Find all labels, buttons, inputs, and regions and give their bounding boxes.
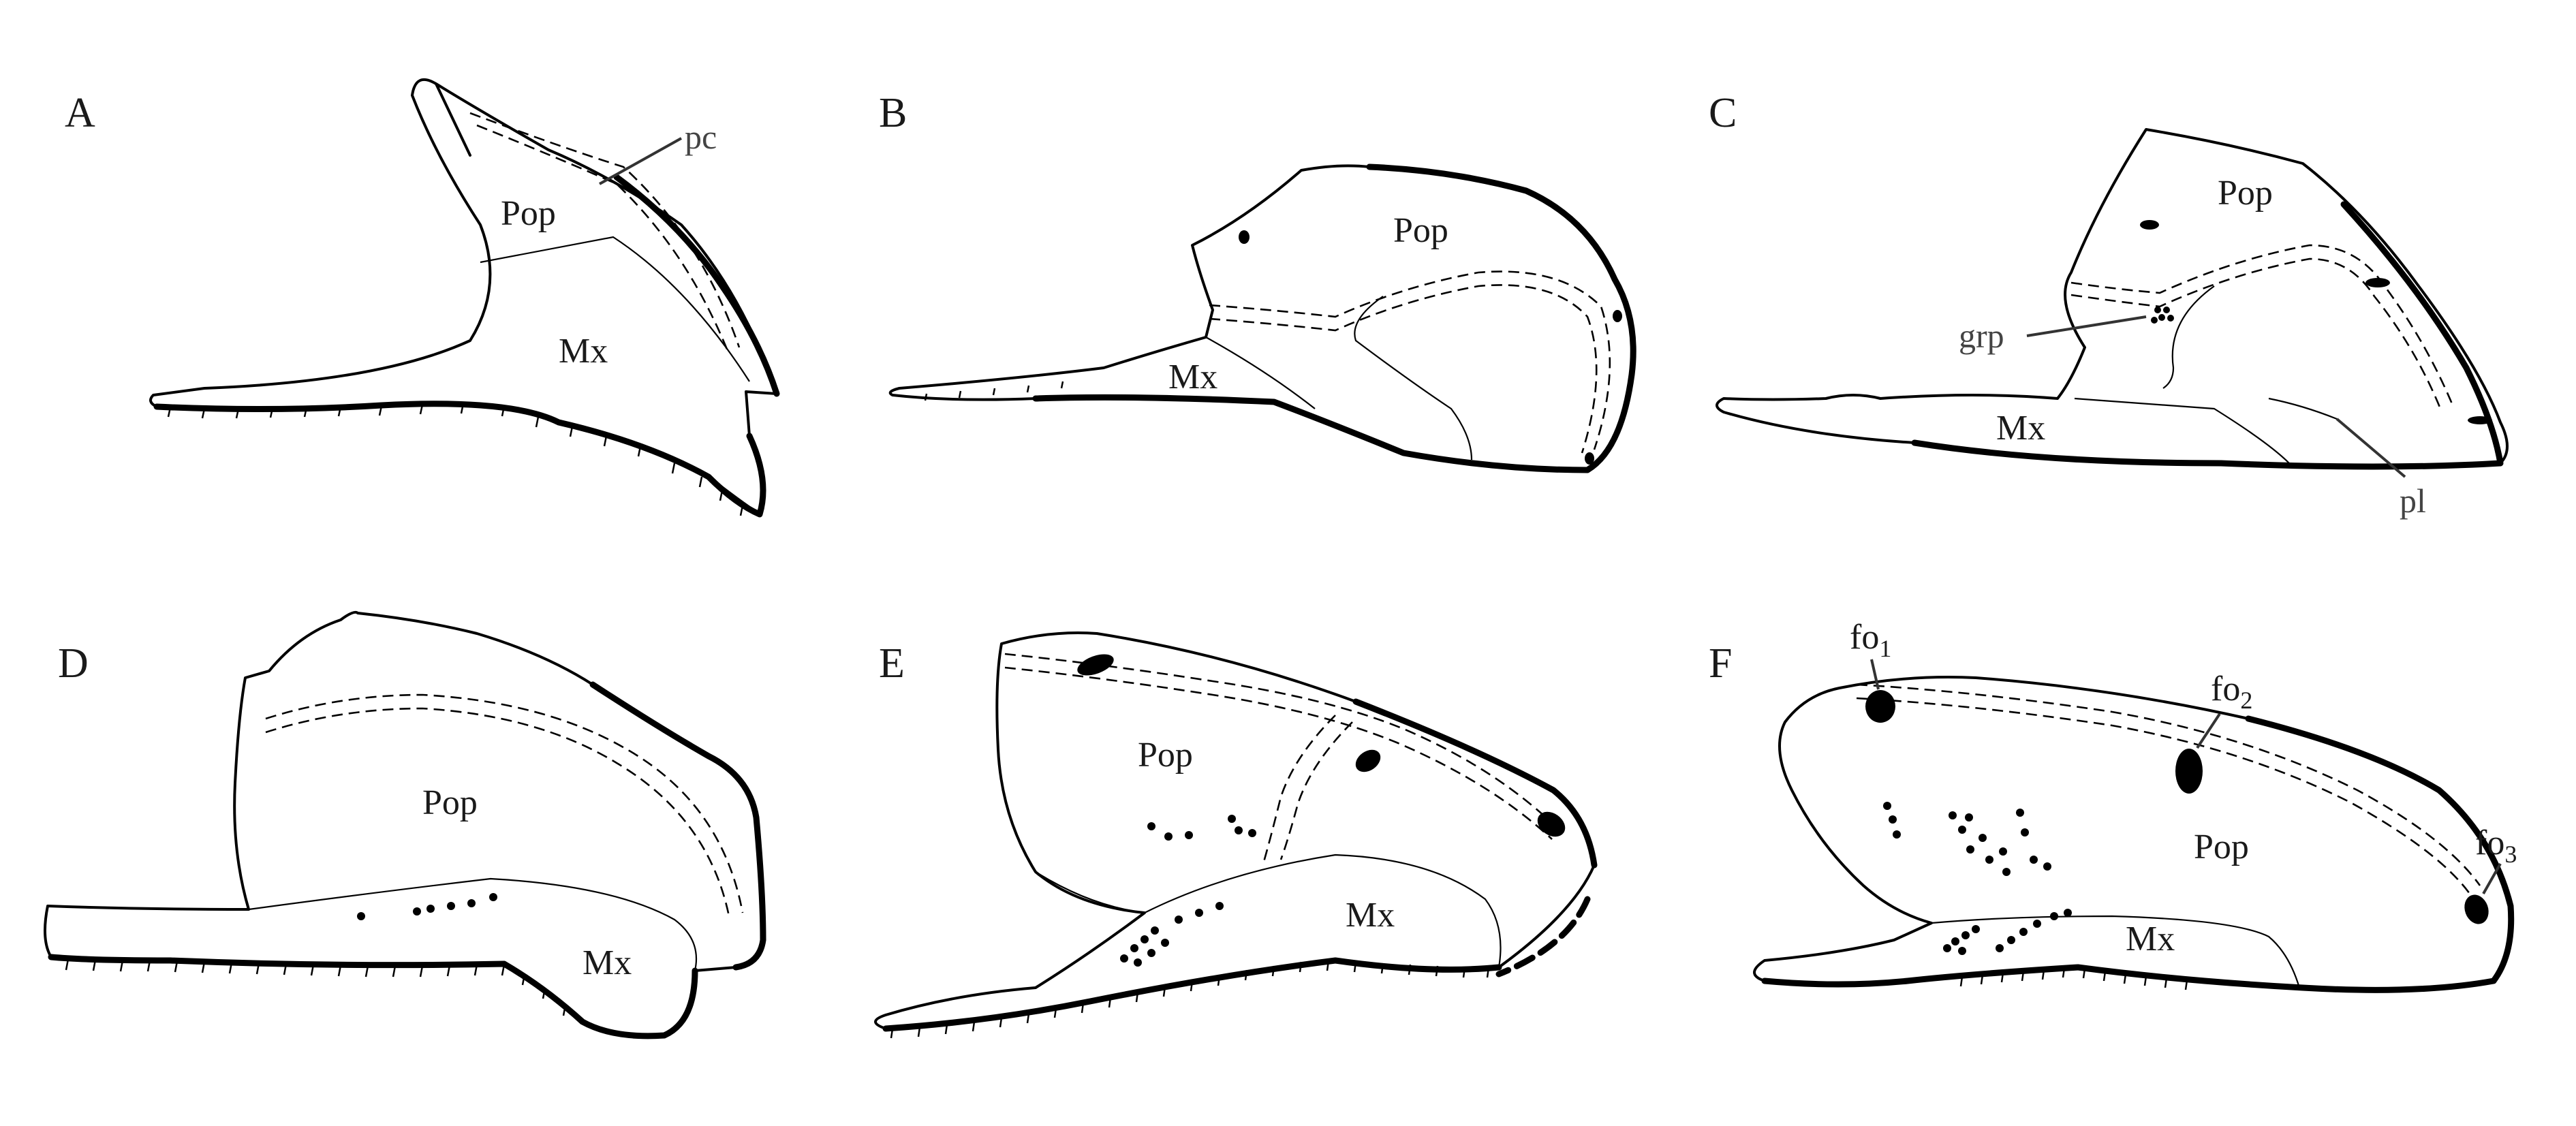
panel-b-pop-label: Pop — [1393, 211, 1448, 250]
panel-c: C grp pl Pop Mx — [1709, 90, 2509, 520]
panel-e-canal-lower — [1004, 666, 1553, 840]
panel-a-suture — [480, 236, 750, 382]
panel-d-mx-label: Mx — [583, 943, 632, 982]
panel-letter-b: B — [879, 90, 907, 136]
panel-c-foramen-upper — [2140, 220, 2159, 230]
panel-b-mx-label: Mx — [1168, 358, 1217, 396]
panel-e-lower-margin — [1035, 871, 1145, 914]
panel-a-outline — [149, 78, 778, 516]
panel-f-fo2-sub: 2 — [2240, 687, 2252, 714]
panel-f-fo2-label: fo2 — [2211, 670, 2252, 714]
panel-f-canal-upper — [1856, 683, 2481, 886]
panel-b-suture — [1205, 337, 1316, 409]
panel-c-canal-upper — [2070, 244, 2454, 406]
panel-e-reconstructed-margin — [1495, 896, 1591, 978]
panel-c-grp-pores — [2151, 307, 2174, 324]
panel-f-fo3-base: fo — [2475, 824, 2504, 862]
panel-e-canal-upper — [1004, 653, 1561, 832]
panel-b-ridge — [1354, 296, 1473, 460]
panel-c-grp-leader — [2026, 315, 2147, 337]
panel-d-teeth — [65, 958, 567, 1016]
panel-e-pores — [1120, 815, 1256, 967]
panel-f-fo3-sub: 3 — [2504, 841, 2517, 868]
panel-a-teeth — [167, 403, 744, 516]
panel-e: E Pop — [874, 631, 1598, 1039]
panel-e-canal-branch-a — [1262, 715, 1336, 862]
panel-e-foramen-2 — [1355, 749, 1381, 772]
panel-c-mx-label: Mx — [1996, 409, 2045, 448]
panel-b-canal-lower — [1209, 284, 1598, 454]
panel-b-foramen-ventral — [1585, 452, 1594, 465]
panel-b: B Pop Mx — [879, 90, 1636, 473]
panel-b-foramen-posterior — [1613, 310, 1622, 322]
panel-f-fo3-leader — [2482, 863, 2502, 894]
panel-c-pl-label: pl — [2400, 482, 2426, 520]
panel-e-foramen-3 — [1537, 811, 1566, 837]
panel-d-canal-lower — [265, 707, 730, 917]
panel-c-canal-lower — [2070, 257, 2442, 409]
panel-f-foramen-2 — [2175, 749, 2203, 794]
panel-f-foramen-3 — [2464, 894, 2489, 924]
panel-a-canal-upper — [469, 112, 741, 348]
panel-f-fo2-base: fo — [2211, 670, 2240, 708]
panel-f-pop-label: Pop — [2194, 828, 2249, 866]
panel-e-mx-label: Mx — [1346, 896, 1395, 935]
panel-f-teeth — [1959, 967, 2188, 990]
panel-c-heavy-margin — [1911, 201, 2504, 470]
panel-d-canal-upper — [265, 693, 744, 913]
panel-f-pores — [1883, 802, 2072, 955]
panel-e-suture — [1144, 854, 1502, 968]
panel-f-fo3-label: fo3 — [2475, 824, 2517, 868]
panel-d-suture — [248, 877, 698, 971]
panel-f: F — [1709, 618, 2517, 993]
panel-letter-f: F — [1709, 640, 1732, 687]
panel-a-mx-label: Mx — [559, 332, 608, 371]
panel-b-foramen — [1239, 230, 1250, 244]
panel-b-teeth — [924, 381, 1064, 401]
panel-f-fo1-label: fo1 — [1850, 618, 1891, 662]
panel-b-outline — [888, 164, 1635, 471]
panel-f-suture — [1931, 915, 2301, 988]
panel-a: A pc Pop Mx — [65, 78, 780, 518]
panel-d: D Pop Mx — [44, 610, 766, 1039]
panel-e-teeth — [890, 960, 1490, 1039]
panel-e-foramen-1 — [1077, 654, 1114, 676]
panel-f-fo1-sub: 1 — [1879, 635, 1891, 662]
panel-d-pores — [357, 893, 497, 920]
panel-a-pop-label: Pop — [501, 194, 556, 233]
panel-c-outline — [1716, 128, 2509, 468]
panel-letter-a: A — [65, 90, 95, 136]
panel-f-fo1-leader — [1870, 659, 1880, 690]
panel-c-suture — [2074, 397, 2290, 464]
panel-e-pop-label: Pop — [1138, 736, 1193, 775]
panel-b-canal-upper — [1209, 270, 1611, 450]
panel-f-heavy-margin — [1761, 715, 2515, 993]
panel-e-heavy-margin — [882, 698, 1598, 1032]
panel-f-fo1-base: fo — [1850, 618, 1879, 657]
panel-letter-c: C — [1709, 90, 1737, 136]
panel-c-pl-leader — [2336, 418, 2406, 478]
panel-f-mx-label: Mx — [2126, 920, 2175, 958]
panel-c-pop-label: Pop — [2218, 174, 2273, 213]
panel-c-grp-label: grp — [1959, 317, 2004, 355]
panel-a-pc-leader — [599, 137, 682, 185]
panel-a-pc-label: pc — [685, 118, 717, 156]
panel-c-foramen-ventral — [2468, 416, 2492, 424]
panel-d-pop-label: Pop — [422, 783, 478, 822]
panel-d-heavy-margin — [48, 681, 766, 1039]
panel-letter-d: D — [58, 640, 89, 687]
panel-letter-e: E — [879, 640, 905, 687]
panel-c-foramen-posterior — [2365, 278, 2390, 287]
panel-b-heavy-margin — [1032, 163, 1636, 473]
panel-d-outline — [44, 610, 764, 1037]
panel-a-heavy-margin — [153, 174, 780, 518]
panel-c-ridge — [2162, 285, 2215, 389]
panel-e-canal-branch-b — [1279, 721, 1353, 860]
panel-f-foramen-1 — [1865, 690, 1895, 723]
panel-f-fo2-leader — [2196, 713, 2221, 749]
panel-c-pl-ridge — [2268, 397, 2338, 420]
panel-a-canal-lower — [476, 124, 730, 355]
